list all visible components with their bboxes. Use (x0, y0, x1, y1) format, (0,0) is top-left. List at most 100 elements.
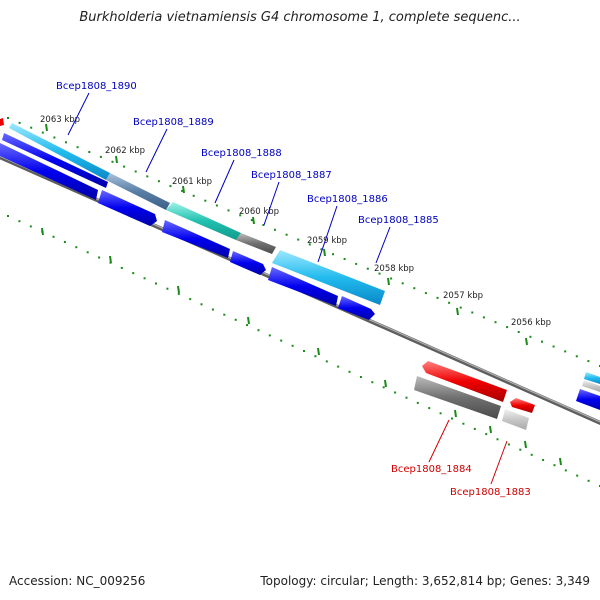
tick-dot (134, 170, 137, 173)
tick-ring (7, 117, 600, 487)
gene-bar-bcep1808-1889[interactable] (106, 173, 170, 210)
tick-mark (384, 379, 387, 388)
gene-leader-line (214, 159, 235, 204)
tick-dot (451, 417, 453, 420)
tick-dot (98, 256, 101, 259)
cds-arrow-bcep1808-1885[interactable] (338, 296, 375, 320)
tick-dot (314, 355, 317, 358)
cds-arrow-bcep1808-1887[interactable] (230, 251, 266, 275)
tick-dot (297, 238, 300, 241)
tick-dot (215, 204, 218, 207)
gene-label[interactable]: Bcep1808_1890 (56, 81, 137, 92)
tick-dot (553, 464, 556, 467)
cds-arrow-bcep1808-1886[interactable] (268, 267, 338, 306)
tick-dot (211, 308, 214, 311)
tick-dot (507, 443, 510, 446)
gene-leader-line (67, 92, 90, 136)
tick-dot (88, 151, 91, 153)
gene-bar-bcep1808-1888[interactable] (166, 202, 241, 240)
tick-dot (246, 324, 249, 326)
tick-dot (496, 438, 499, 441)
tick-dot (482, 316, 485, 319)
tick-dot (262, 224, 265, 226)
tick-dot (552, 345, 555, 348)
tick-mark (387, 277, 390, 286)
tick-dot (436, 296, 439, 299)
tick-dot (394, 391, 397, 394)
tick-dot (303, 350, 305, 352)
tick-dot (541, 340, 543, 343)
cds-arrow-edge-red[interactable] (0, 118, 4, 126)
cds-arrow-edge[interactable] (576, 389, 600, 410)
tick-dot (76, 146, 79, 149)
cds-arrow-bcep1808-1890[interactable] (2, 133, 108, 188)
tick-label: 2060 kbp (239, 207, 279, 217)
gene-label[interactable]: Bcep1808_1885 (358, 215, 439, 226)
cds-arrow-bcep1808-1890b[interactable] (0, 143, 98, 200)
tick-dot (382, 386, 385, 389)
tick-dot (348, 370, 351, 373)
gene-track-upper (9, 123, 385, 305)
tick-dot (576, 474, 579, 477)
gene-bar-edge[interactable] (584, 372, 600, 384)
tick-mark (41, 227, 44, 236)
tick-dot (274, 228, 276, 231)
cds-arrow-bcep1808-1883[interactable] (510, 398, 535, 413)
tick-dot (157, 180, 160, 183)
tick-dot (18, 220, 21, 223)
gene-bar-bcep1808-1890[interactable] (9, 123, 110, 180)
tick-label: 2061 kbp (172, 177, 212, 187)
tick-dot (227, 209, 230, 212)
tick-dot (320, 248, 323, 251)
gene-label[interactable]: Bcep1808_1886 (307, 194, 388, 205)
tick-dot (169, 185, 172, 188)
gene-bar-bcep1808-1886[interactable] (272, 250, 385, 305)
tick-dot (366, 267, 369, 270)
gene-leader-line (145, 128, 168, 173)
tick-mark (182, 185, 185, 194)
tick-dot (143, 277, 146, 280)
gene-label[interactable]: Bcep1808_1888 (201, 148, 282, 159)
tick-dot (223, 313, 226, 316)
tick-dot (424, 292, 427, 295)
gene-leader-line (263, 181, 280, 226)
gene-bar-bcep1808-1884[interactable] (414, 376, 501, 419)
tick-dot (506, 326, 509, 329)
tick-dot (337, 365, 340, 368)
tick-dot (111, 160, 114, 163)
tick-dot (485, 433, 488, 436)
cds-arrow-bcep1808-1884[interactable] (422, 361, 507, 402)
gene-leader-line (375, 226, 391, 264)
tick-dot (268, 334, 271, 337)
cds-arrow-bcep1808-1888[interactable] (162, 220, 230, 258)
tick-dot (18, 121, 21, 124)
gene-bar-bcep1808-1883[interactable] (502, 409, 529, 430)
gene-label[interactable]: Bcep1808_1883 (450, 487, 531, 498)
tick-dot (155, 282, 157, 285)
gene-bar-bcep1808-1887[interactable] (236, 233, 276, 254)
tick-mark (247, 316, 250, 325)
tick-label: 2059 kbp (307, 236, 347, 246)
gene-bar-edge-gray[interactable] (582, 380, 600, 392)
tick-dot (325, 360, 328, 363)
tick-dot (200, 303, 203, 306)
tick-label: 2063 kbp (40, 115, 80, 125)
map-title: Burkholderia vietnamiensis G4 chromosome… (79, 10, 521, 25)
tick-dot (7, 117, 9, 119)
gene-label[interactable]: Bcep1808_1884 (391, 464, 472, 475)
gene-label[interactable]: Bcep1808_1889 (133, 117, 214, 128)
tick-dot (530, 453, 533, 456)
tick-dot (29, 225, 32, 228)
tick-dot (332, 253, 334, 256)
cds-arrow-bcep1808-1889[interactable] (98, 190, 157, 226)
tick-dot (120, 266, 123, 269)
tick-label: 2057 kbp (443, 291, 483, 301)
gene-label[interactable]: Bcep1808_1887 (251, 170, 332, 181)
tick-dot (401, 282, 404, 285)
tick-dot (308, 243, 311, 246)
gene-track-right-edge (0, 118, 600, 410)
tick-dot (7, 215, 9, 217)
tick-dot (587, 479, 590, 482)
